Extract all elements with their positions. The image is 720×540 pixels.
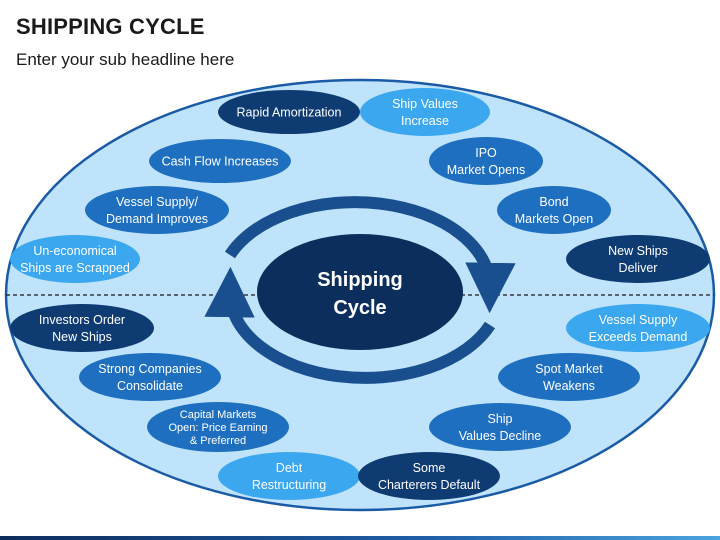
cycle-arrow-bottom xyxy=(204,266,496,384)
bottom-accent-bar xyxy=(0,536,720,540)
cycle-node-label: Ship xyxy=(487,412,512,426)
cycle-node-rapid-amortization: Rapid Amortization xyxy=(218,90,360,134)
cycle-node-shape xyxy=(10,235,140,283)
cycle-node-shape xyxy=(218,90,360,134)
cycle-node-shape xyxy=(149,139,291,183)
cycle-node-label: & Preferred xyxy=(190,435,246,447)
cycle-node-shape xyxy=(429,403,571,451)
cycle-node-label: New Ships xyxy=(608,244,668,258)
cycle-node-label: Market Opens xyxy=(447,163,526,177)
cycle-node-label: Un-economical xyxy=(33,244,116,258)
cycle-node-label: Vessel Supply/ xyxy=(116,195,199,209)
cycle-node-label: IPO xyxy=(475,146,497,160)
cycle-node-label: Investors Order xyxy=(39,313,125,327)
cycle-node-label: Rapid Amortization xyxy=(237,106,342,120)
center-label-line-1: Shipping xyxy=(317,269,403,291)
cycle-node-label: Increase xyxy=(401,114,449,128)
cycle-node-label: Demand Improves xyxy=(106,212,208,226)
center-label-line-2: Cycle xyxy=(333,297,386,319)
cycle-node-shape xyxy=(497,186,611,234)
cycle-node-label: Bond xyxy=(539,195,568,209)
cycle-node-shape xyxy=(360,88,490,136)
cycle-node-shape xyxy=(79,353,221,401)
cycle-node-label: Vessel Supply xyxy=(599,313,678,327)
cycle-node-label: Ship Values xyxy=(392,97,458,111)
cycle-node-label: Charterers Default xyxy=(378,478,481,492)
cycle-node-label: Consolidate xyxy=(117,379,183,393)
cycle-node-shape xyxy=(566,304,710,352)
cycle-node-label: Weakens xyxy=(543,379,595,393)
cycle-node-label: Cash Flow Increases xyxy=(162,155,279,169)
cycle-node-shape xyxy=(429,137,543,185)
cycle-node-shape xyxy=(85,186,229,234)
page-title: SHIPPING CYCLE xyxy=(16,14,205,39)
cycle-node-label: Spot Market xyxy=(535,362,603,376)
cycle-node-cash-flow-increases: Cash Flow Increases xyxy=(149,139,291,183)
cycle-node-label: Strong Companies xyxy=(98,362,202,376)
cycle-node-label: Debt xyxy=(276,461,303,475)
page-subtitle: Enter your sub headline here xyxy=(16,50,235,69)
cycle-arrow-top xyxy=(224,196,516,314)
cycle-node-shape xyxy=(218,452,360,500)
cycle-node-shape xyxy=(10,304,154,352)
cycle-node-label: Deliver xyxy=(619,261,658,275)
center-circle xyxy=(257,234,463,350)
cycle-node-label: Open: Price Earning xyxy=(168,422,267,434)
cycle-node-label: Some xyxy=(413,461,446,475)
cycle-node-shape xyxy=(498,353,640,401)
cycle-node-shape xyxy=(147,402,289,452)
cycle-node-label: Restructuring xyxy=(252,478,326,492)
cycle-node-label: Exceeds Demand xyxy=(589,330,688,344)
cycle-node-shape xyxy=(566,235,710,283)
cycle-node-label: Ships are Scrapped xyxy=(20,261,130,275)
cycle-node-label: Capital Markets xyxy=(180,409,257,421)
cycle-node-ipo-market-opens: IPO Market Opens xyxy=(429,137,543,185)
cycle-nodes: Rapid Amortization Ship ValuesIncreaseCas… xyxy=(10,88,710,500)
cycle-node-vessel-supply-demand-improves: Vessel Supply/Demand Improves xyxy=(85,186,229,234)
cycle-node-shape xyxy=(358,452,500,500)
cycle-node-label: Values Decline xyxy=(459,429,542,443)
cycle-node-label: New Ships xyxy=(52,330,112,344)
cycle-node-label: Markets Open xyxy=(515,212,594,226)
